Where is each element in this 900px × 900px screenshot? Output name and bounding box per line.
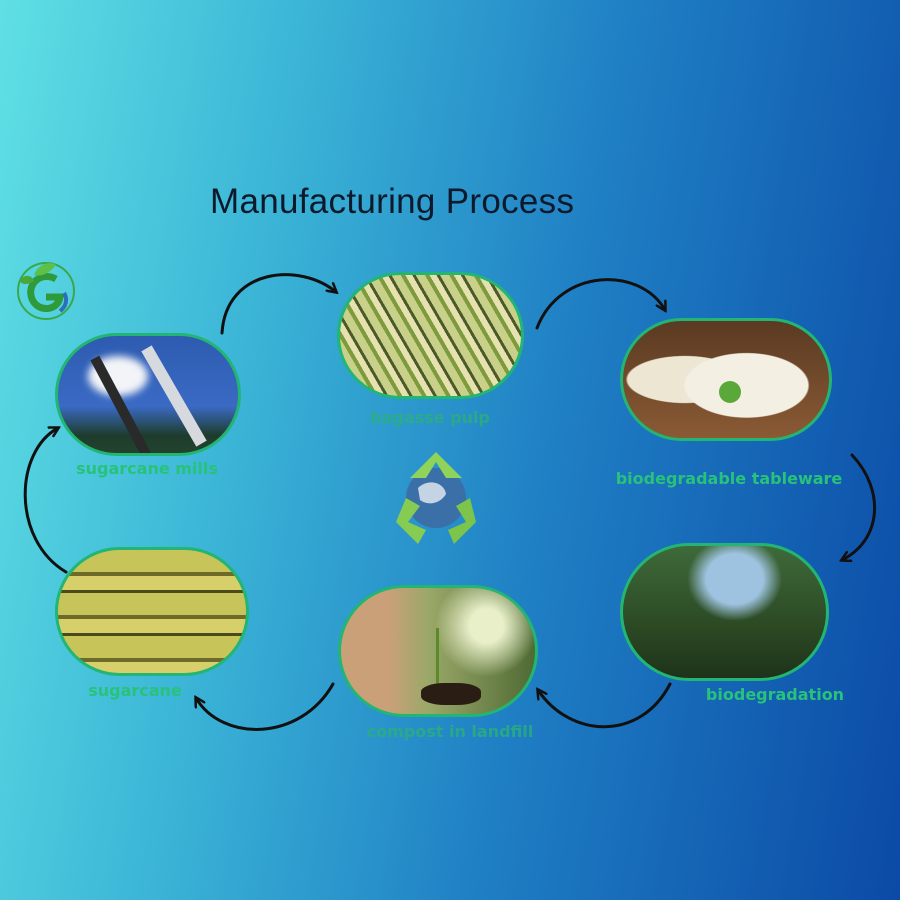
arrow-biodegradation-to-compost <box>538 682 672 729</box>
arrow-tableware-to-biodegradation <box>842 453 876 560</box>
arrow-pulp-to-tableware <box>535 278 665 330</box>
step-label-biodegradation: biodegradation <box>705 685 845 704</box>
step-label-sugarcane: sugarcane <box>88 681 182 700</box>
compost-in-landfill-image <box>338 585 538 717</box>
biodegradation-image <box>620 543 829 681</box>
step-label-biodegradable-tableware: biodegradable tableware <box>615 469 843 488</box>
page-title: Manufacturing Process <box>210 182 575 221</box>
bagasse-pulp-image <box>337 272 524 399</box>
arrow-mills-to-pulp <box>220 273 336 335</box>
eco-logo-icon <box>17 262 75 320</box>
sugarcane-mills-image <box>55 333 241 456</box>
sugarcane-image <box>55 547 249 676</box>
biodegradable-tableware-image <box>620 318 832 441</box>
arrow-sugarcane-to-mills <box>23 428 68 574</box>
step-label-compost-in-landfill: compost in landfill <box>366 722 534 741</box>
step-label-bagasse-pulp: bagasse pulp <box>370 408 490 427</box>
arrow-compost-to-sugarcane <box>196 682 335 731</box>
recycle-earth-icon <box>396 452 476 544</box>
step-label-sugarcane-mills: sugarcane mills <box>76 459 218 478</box>
